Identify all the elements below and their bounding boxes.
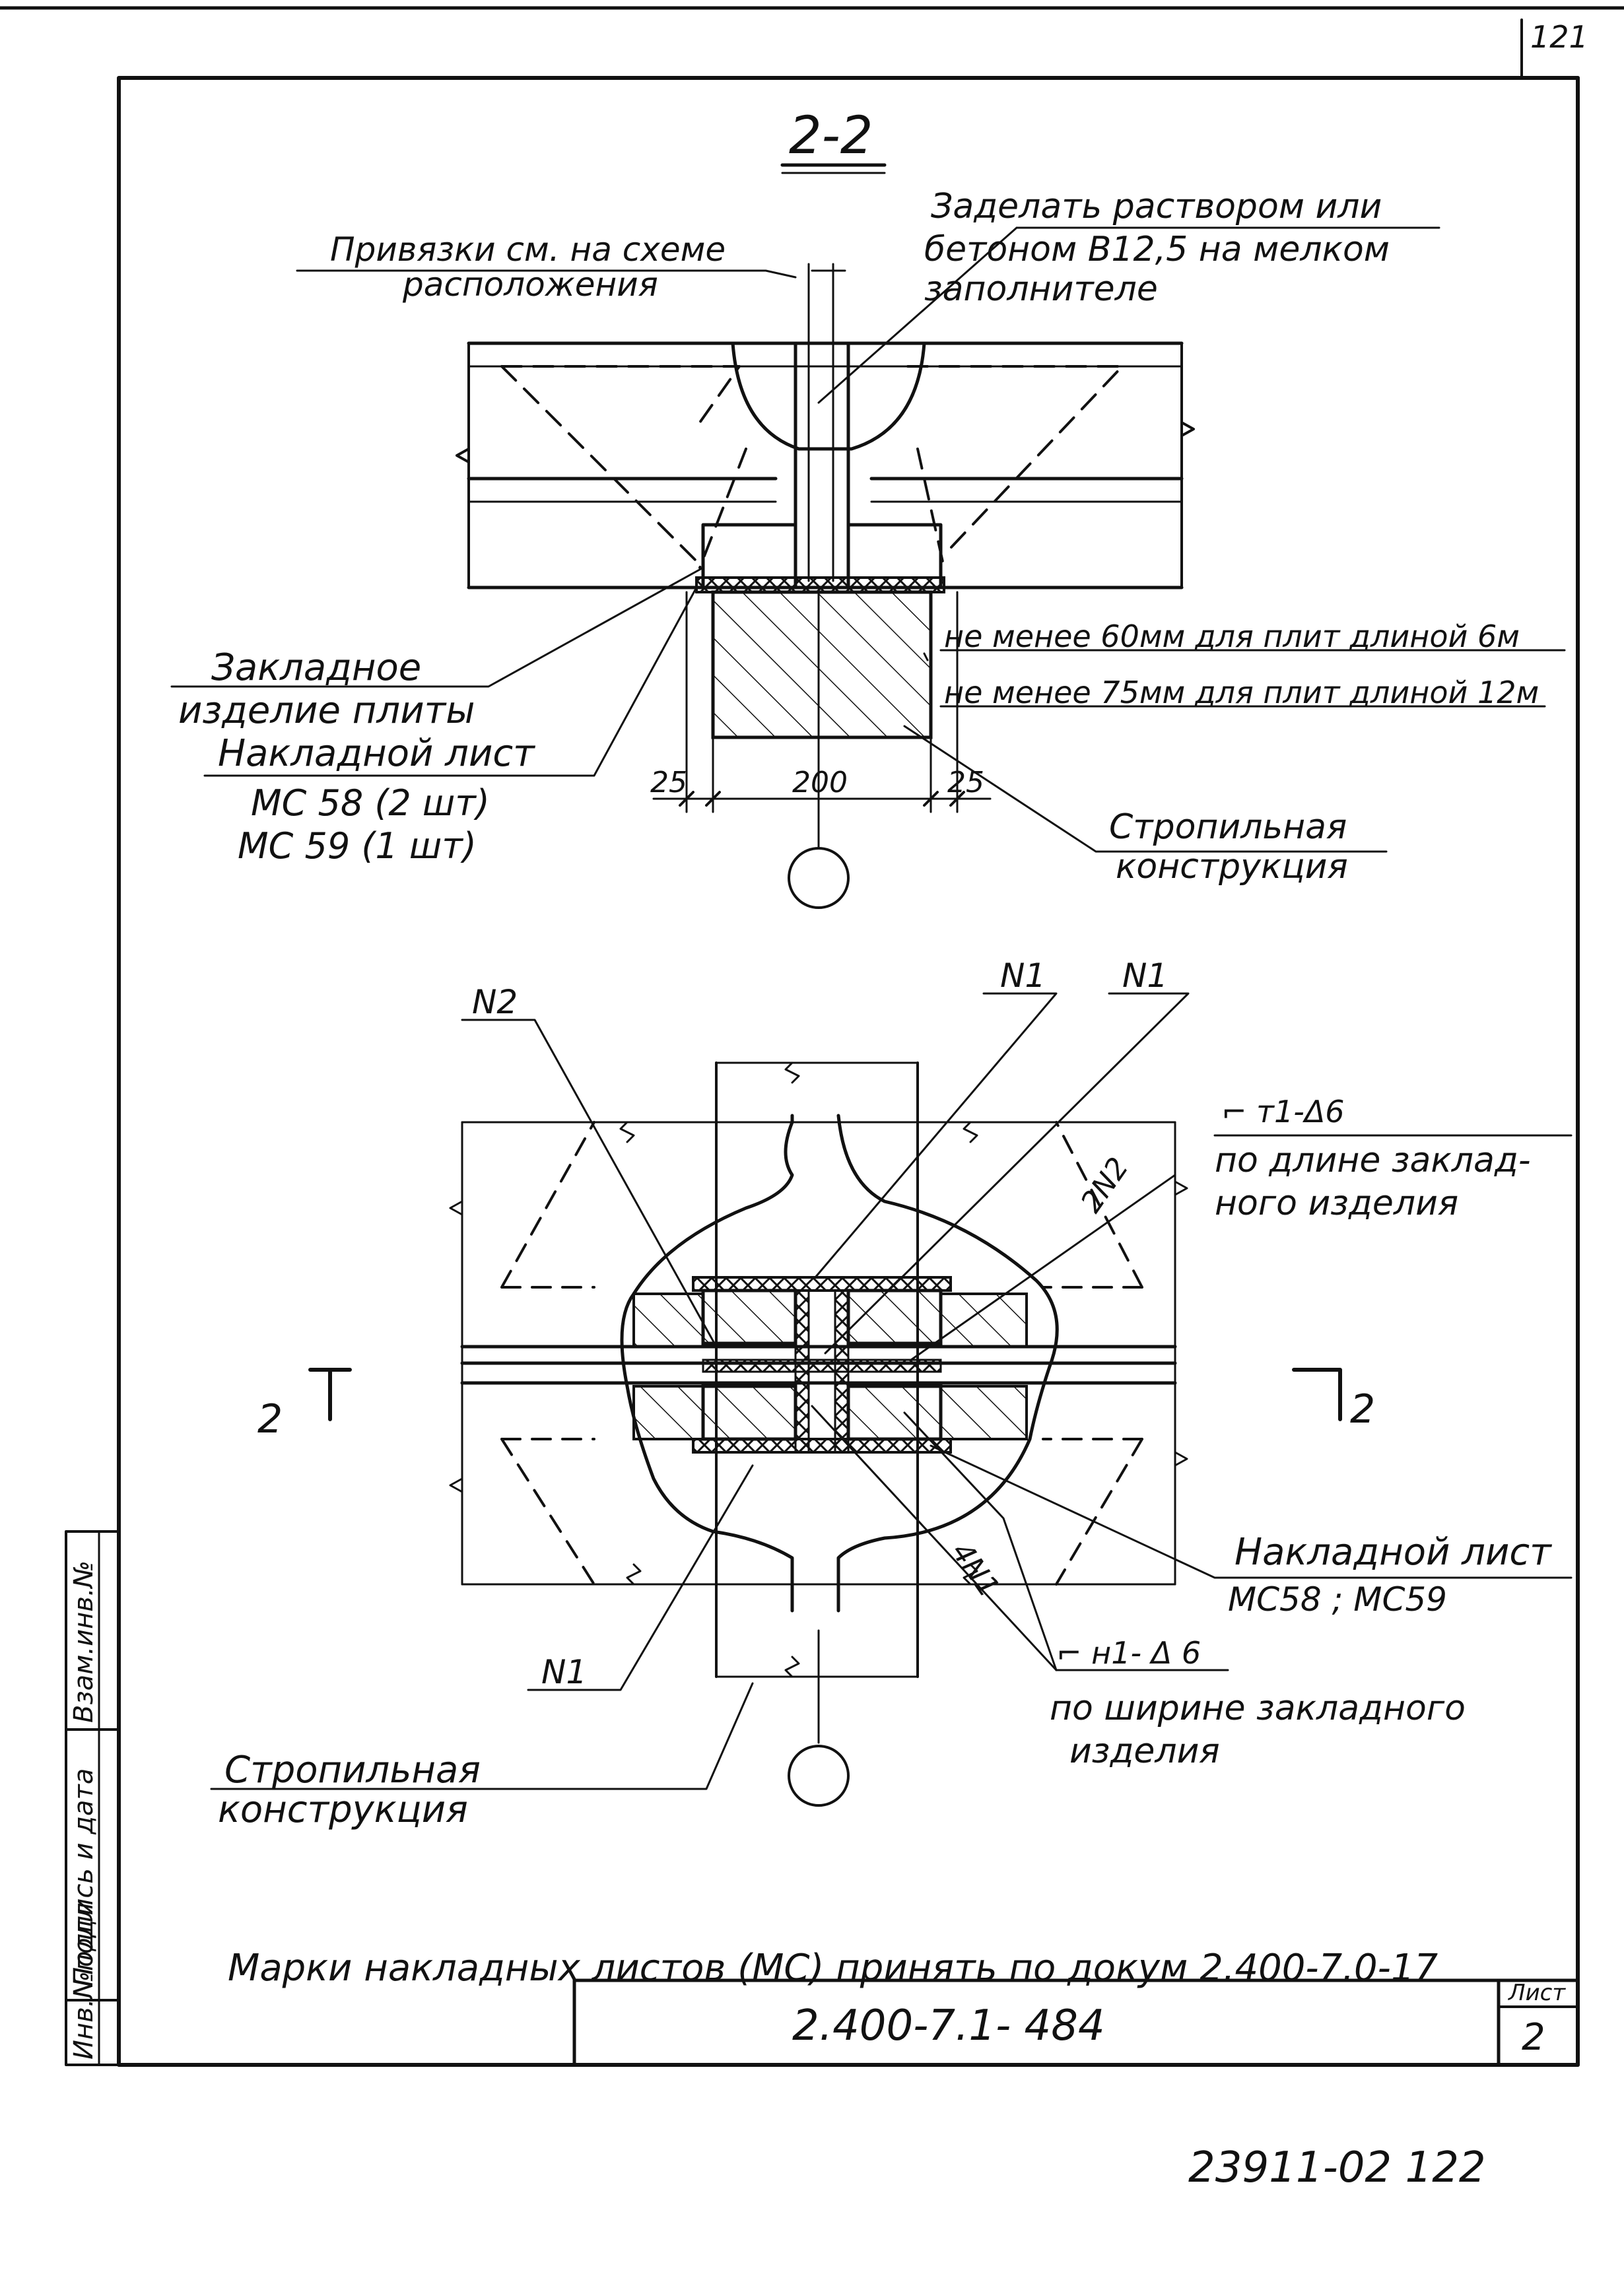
cut-mark-right: 2 [1350,1386,1375,1432]
rafter-label-line-2: конструкция [1116,847,1348,887]
weld-h1-note-1: по ширине закладного [1050,1689,1466,1728]
seal-note-line-2: бетоном В12,5 на мелком [924,230,1390,269]
seal-note-line-3: заполнителе [924,269,1158,309]
embedded-item-label-1: Закладное [211,646,421,689]
plan-label-n1-top-right: N1 [1122,957,1168,995]
sheet-label: Лист [1507,1980,1566,2006]
plan-overlay-sheet-label: Накладной лист [1235,1531,1552,1574]
plan-rafter-label-2: конструкция [218,1788,468,1831]
stamp-inventory-original: Инв.№подл [69,1902,99,2060]
binding-note-line-2: расположения [402,265,658,304]
stamp-signature-date: Подпись и дата [69,1768,99,1987]
dimension-left: 25 [650,766,687,799]
overlay-mark-mc59: МС 59 (1 шт) [238,825,477,867]
weld-t1-note-2: ного изделия [1215,1184,1458,1223]
dimension-right: 25 [947,766,984,799]
plan-label-n2: N2 [472,983,518,1021]
binding-note-line-1: Привязки см. на схеме [330,230,726,269]
section-labels: Заделать раствором или бетоном В12,5 на … [178,187,1539,887]
plan-label-n1-top-left: N1 [1000,957,1046,995]
bottom-note: Марки накладных листов (МС) принять по д… [228,1947,1438,1990]
cut-mark-left: 2 [257,1396,283,1442]
plan-labels: N2 N1 N1 ⌐ т1-Δ6 по длине заклад- ного и… [218,957,1552,1831]
rafter-label-line-1: Стропильная [1109,807,1347,847]
weld-t1-label: ⌐ т1-Δ6 [1221,1094,1345,1129]
section-title: 2-2 [789,106,873,166]
min-length-60: не менее 60мм для плит длиной 6м [944,619,1520,654]
weld-t1-note-1: по длине заклад- [1215,1141,1531,1180]
weld-4n1-label: 4N1 [945,1536,1006,1603]
weld-h1-label: ⌐ н1- Δ 6 [1056,1635,1201,1671]
title-block: 2.400-7.1- 484 Лист 2 [572,1978,1580,2067]
page-number-top: 121 [1530,19,1588,55]
overlay-sheet-label: Накладной лист [218,732,535,775]
side-stamp-table: Инв.№подл Подпись и дата Взам.инв.№ [65,1530,120,2066]
weld-h1-note-2: изделия [1069,1731,1220,1771]
sheet-number: 2 [1522,2016,1545,2059]
archive-number: 23911-02 122 [1188,2143,1486,2192]
dimension-center: 200 [792,766,848,799]
plan-overlay-marks: МС58 ; МС59 [1228,1580,1447,1619]
plan-label-n1-bottom: N1 [541,1653,587,1691]
min-length-75: не менее 75мм для плит длиной 12м [944,675,1539,710]
plan-rafter-label-1: Стропильная [224,1749,481,1792]
embedded-item-label-2: изделие плиты [178,689,475,732]
stamp-replacement-inventory: Взам.инв.№ [69,1561,99,1723]
seal-note-line-1: Заделать раствором или [931,187,1382,226]
document-code: 2.400-7.1- 484 [792,2001,1105,2050]
overlay-mark-mc58: МС 58 (2 шт) [251,782,490,824]
plan-view [210,992,1573,1807]
section-view [170,226,1566,909]
